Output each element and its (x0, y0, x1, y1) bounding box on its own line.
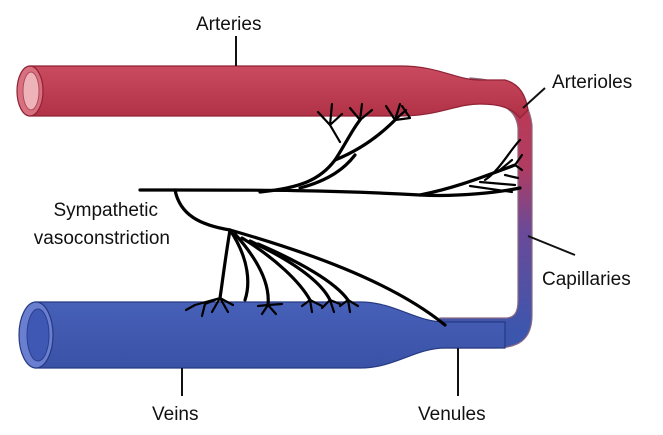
vein-lumen (26, 308, 50, 362)
capillary-vessel (439, 77, 533, 349)
sympathetic-label-line2: vasoconstriction (34, 228, 170, 249)
sympathetic-label-line1: Sympathetic (53, 200, 158, 221)
vein-vessel (35, 301, 506, 369)
artery-vessel (29, 65, 529, 119)
sympathetic-nerve-fibers (138, 102, 524, 327)
capillaries-leader (527, 235, 576, 256)
capillaries-label: Capillaries (542, 269, 631, 290)
arterioles-leader (522, 87, 546, 109)
arterioles-label: Arterioles (552, 72, 632, 93)
artery-lumen (22, 71, 40, 111)
venules-label: Venules (418, 404, 486, 425)
veins-label: Veins (152, 404, 198, 425)
arteries-label: Arteries (196, 14, 261, 35)
